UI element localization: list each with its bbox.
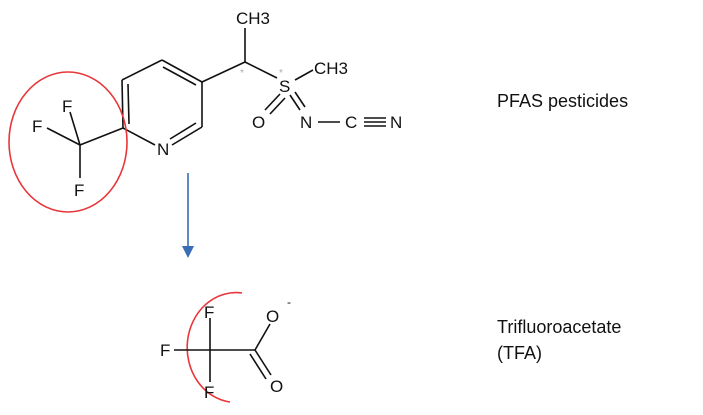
atom-ch3-right: CH3 (314, 59, 348, 78)
tfa-atoms: F F F O - O (160, 295, 291, 402)
atom-f: F (204, 303, 214, 322)
atom-n-ring: N (157, 140, 169, 159)
atom-o-top: O (266, 307, 279, 326)
atom-f: F (62, 97, 72, 116)
arrow (182, 173, 194, 258)
svg-text:*: * (240, 68, 244, 79)
atom-n: N (300, 113, 312, 132)
atom-f: F (74, 181, 84, 200)
atom-n-end: N (390, 113, 402, 132)
atom-ch3-top: CH3 (236, 9, 270, 28)
tfa-bonds (174, 318, 272, 382)
top-molecule-bonds (46, 28, 386, 178)
atom-o-bottom: O (270, 377, 283, 396)
atom-f: F (160, 341, 170, 360)
negative-charge: - (287, 295, 291, 309)
atom-c: C (345, 113, 357, 132)
atom-s: S (279, 77, 290, 96)
tfa-name-label: Trifluoroacetate (497, 317, 622, 337)
atom-o: O (252, 113, 265, 132)
atom-f: F (204, 383, 214, 402)
top-molecule-atoms: F F F N CH3 CH3 S O N C N (32, 9, 402, 200)
pfas-label: PFAS pesticides (497, 91, 629, 111)
atom-f: F (32, 117, 42, 136)
svg-text:*: * (279, 68, 283, 79)
tfa-abbr-label: (TFA) (497, 343, 542, 363)
stereo-markers: * * (240, 68, 283, 79)
tfa-highlight-arc (186, 291, 243, 403)
cf3-highlight-circle (8, 71, 128, 213)
